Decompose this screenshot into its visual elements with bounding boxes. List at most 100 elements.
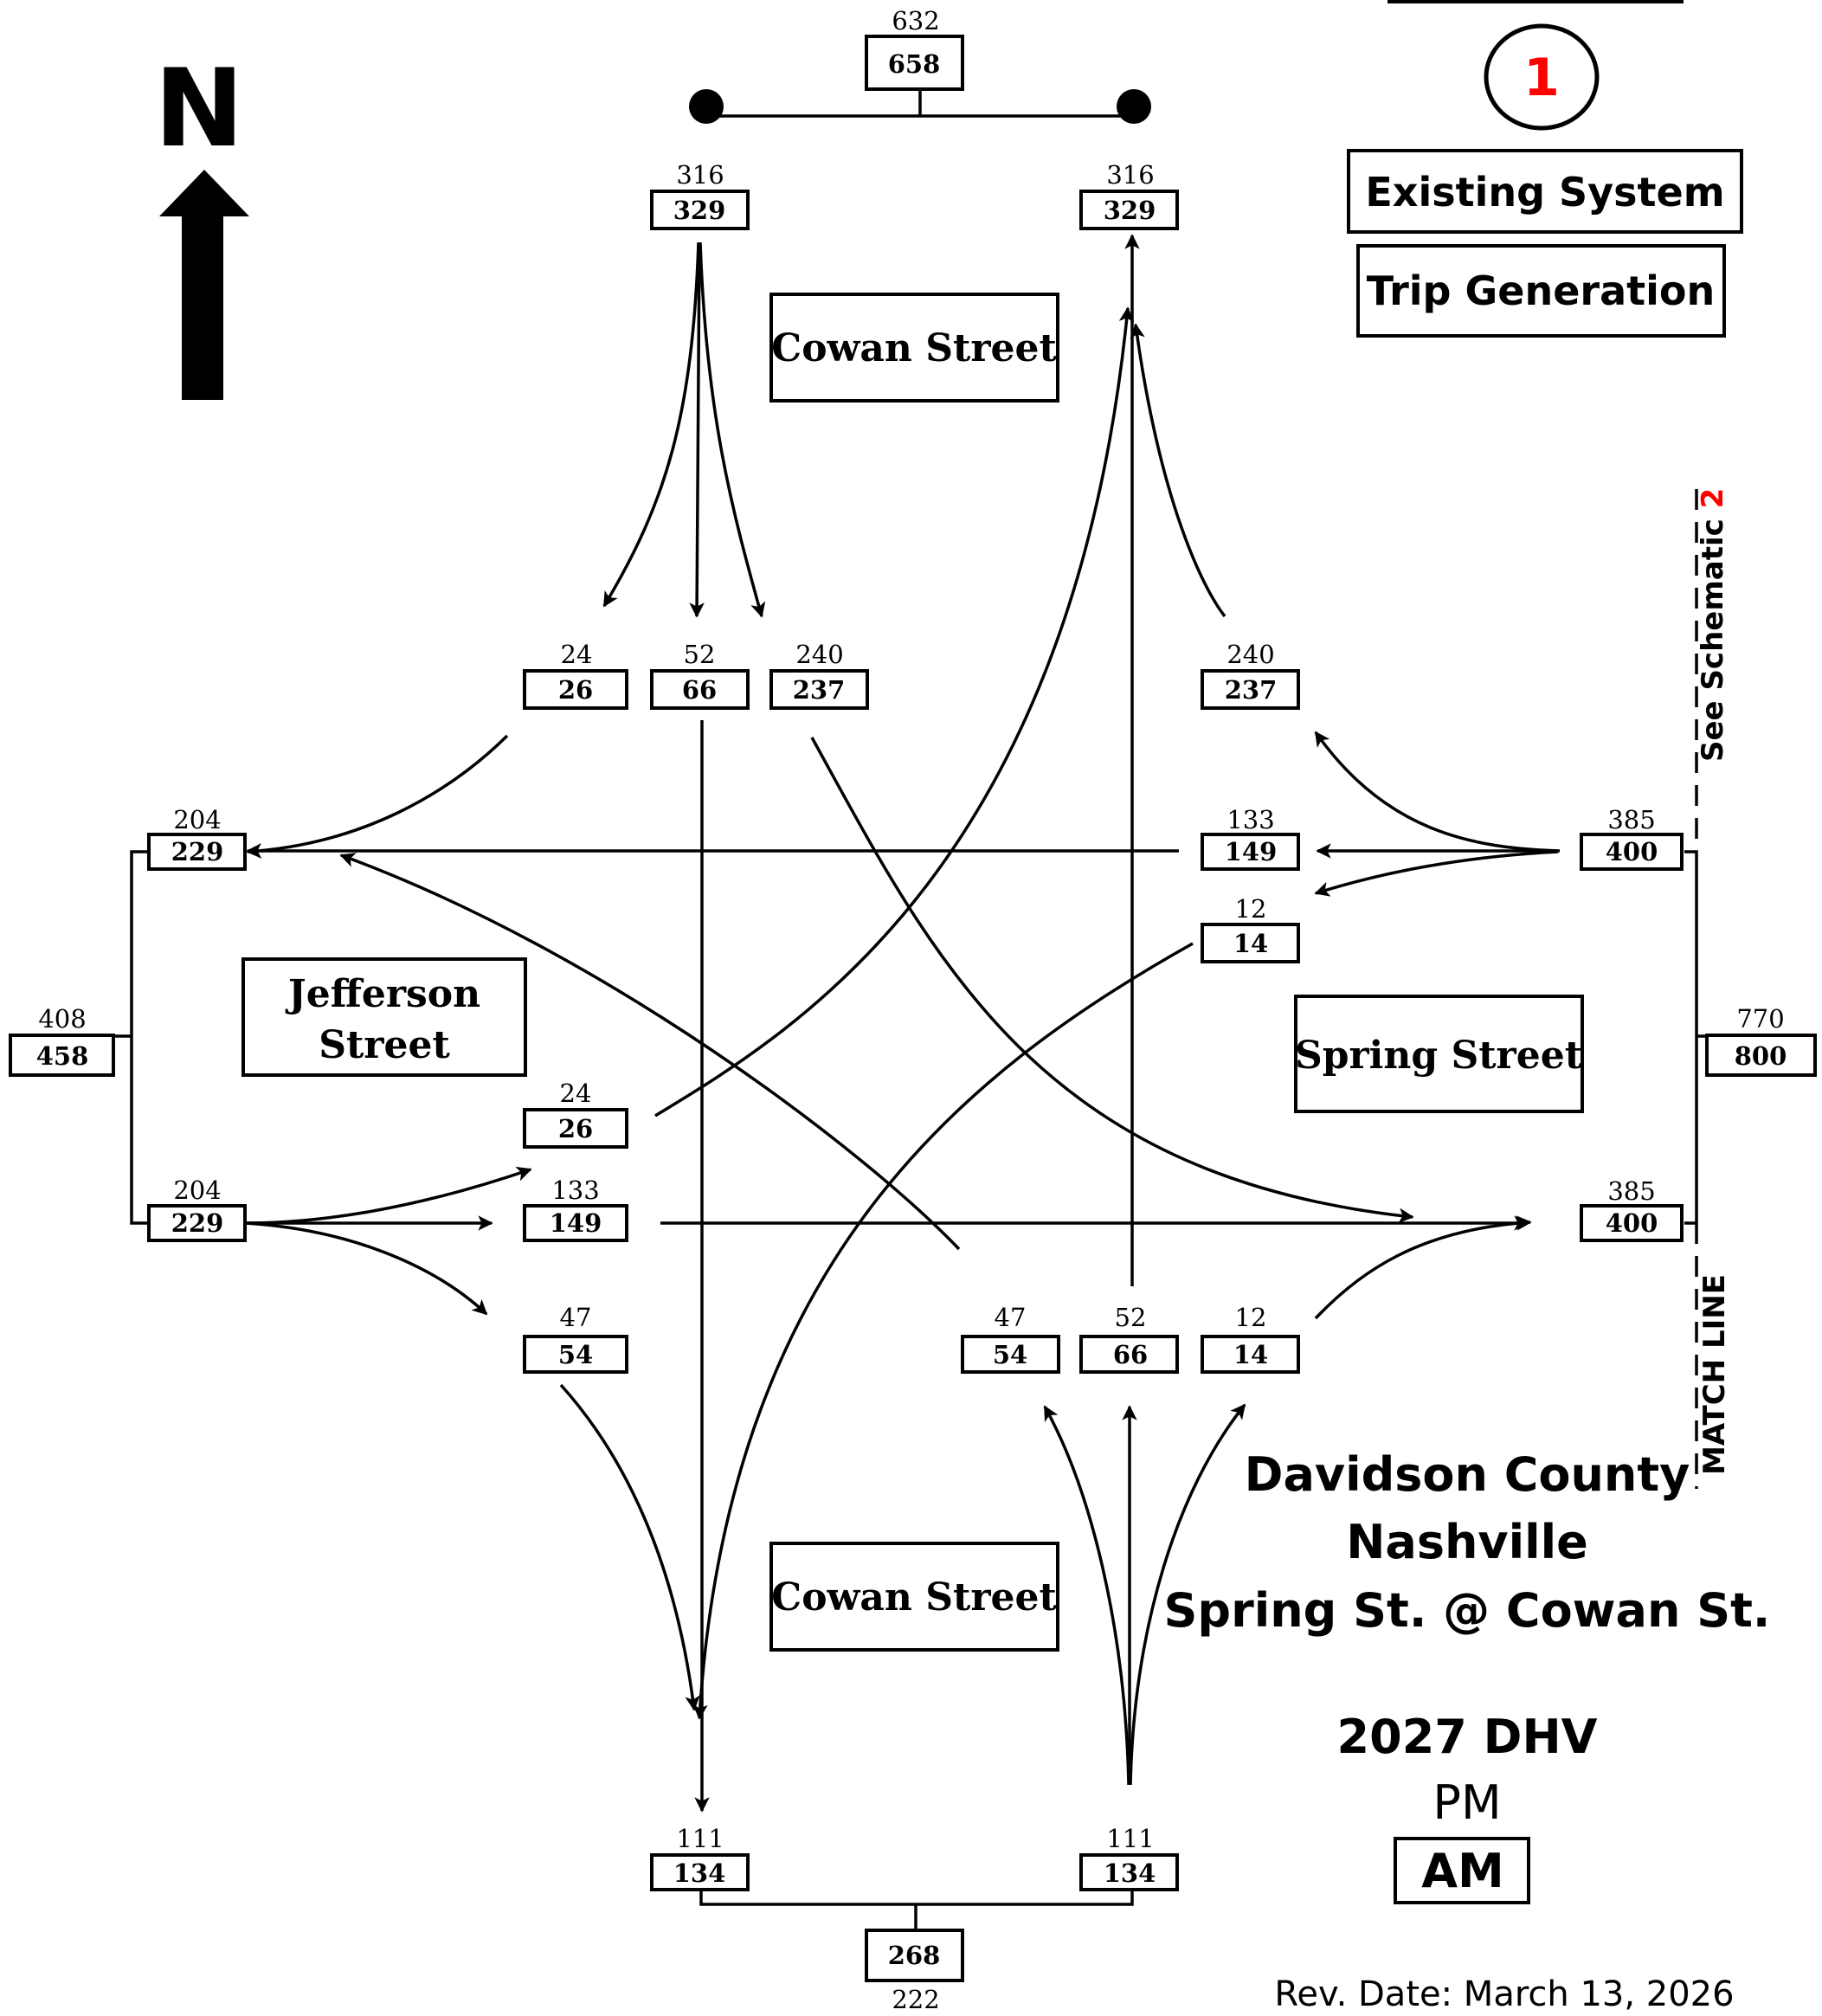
location-block: Davidson County Nashville Spring St. @ C… xyxy=(1164,1447,1771,2014)
am-volume: 237 xyxy=(1225,675,1278,705)
am-volume: 329 xyxy=(673,196,726,225)
am-volume: 54 xyxy=(558,1340,593,1369)
am-volume: 237 xyxy=(793,675,846,705)
legend-pm-label: PM xyxy=(1432,1775,1501,1830)
pm-volume: 133 xyxy=(1226,805,1274,834)
county-name: Davidson County xyxy=(1245,1447,1690,1502)
am-volume: 26 xyxy=(558,675,593,705)
arrow-wb-right-departure xyxy=(1130,323,1226,618)
match-line-labels: See Schematic 2 MATCH LINE xyxy=(1696,488,1732,1475)
west-street-name-line2: Street xyxy=(319,1023,450,1067)
am-volume: 134 xyxy=(673,1858,726,1888)
pm-volume: 770 xyxy=(1736,1004,1784,1034)
arrow-eb-right-turn xyxy=(559,1383,700,1711)
arrow-nb-right-turn xyxy=(1314,1215,1532,1320)
north-label: N xyxy=(154,47,244,171)
volume-nb-left: 47 54 xyxy=(961,1303,1060,1374)
pm-volume: 632 xyxy=(892,6,939,35)
match-line-label: MATCH LINE xyxy=(1697,1274,1732,1475)
am-volume: 400 xyxy=(1606,837,1658,866)
existing-system-box xyxy=(1347,149,1743,234)
trip-generation-box xyxy=(1356,244,1726,338)
volume-wb-left: 12 14 xyxy=(1201,894,1300,963)
volume-nb-through: 52 66 xyxy=(1079,1303,1179,1374)
pm-volume: 12 xyxy=(1235,1303,1267,1332)
am-volume: 329 xyxy=(1104,196,1156,225)
volume-wb-through: 133 149 xyxy=(1201,805,1300,871)
arrow-sb-left-turn xyxy=(810,737,1414,1224)
am-volume: 134 xyxy=(1104,1858,1156,1888)
am-volume: 229 xyxy=(171,1208,224,1238)
volume-south-exit: 111 134 xyxy=(650,1824,750,1891)
am-volume: 229 xyxy=(171,837,224,866)
arrow-eb-left-turn xyxy=(654,306,1135,1117)
west-street-box xyxy=(241,957,527,1077)
schematic-header: 1 Existing System Trip Generation xyxy=(1347,0,1743,338)
arrow-wb-left-turn xyxy=(692,942,1194,1720)
arrow-eb-right-approach xyxy=(244,1221,488,1316)
am-volume: 149 xyxy=(550,1208,602,1238)
arrow-sb-left-approach xyxy=(699,242,766,618)
volume-eb-through: 133 149 xyxy=(523,1175,628,1242)
volume-labels: 632 658 316 329 316 329 24 26 52 66 240 … xyxy=(9,6,1817,2014)
volume-west-total: 408 458 xyxy=(9,1004,115,1077)
volume-sb-left: 240 237 xyxy=(769,640,869,710)
north-street-name: Cowan Street xyxy=(771,326,1057,370)
city-name: Nashville xyxy=(1346,1515,1588,1569)
arrow-eb-left-approach xyxy=(244,1166,532,1225)
arrow-nb-left-turn xyxy=(339,853,961,1251)
pm-volume: 111 xyxy=(676,1824,724,1853)
trip-generation-title: Trip Generation xyxy=(1367,267,1715,314)
am-volume: 14 xyxy=(1233,1340,1268,1369)
west-leg-bracket xyxy=(113,850,149,1225)
pm-volume: 408 xyxy=(38,1004,86,1034)
north-entry-node xyxy=(689,89,724,124)
arrow-sb-through-approach xyxy=(689,242,705,618)
north-arrow-icon xyxy=(159,170,249,400)
existing-system-title: Existing System xyxy=(1365,169,1724,216)
volume-north-exit: 316 329 xyxy=(1079,160,1179,230)
pm-volume: 316 xyxy=(676,160,724,190)
am-volume: 54 xyxy=(993,1340,1027,1369)
volume-south-entry: 111 134 xyxy=(1079,1824,1179,1891)
arrow-sb-right-turn xyxy=(246,734,509,859)
volume-nb-right: 12 14 xyxy=(1201,1303,1300,1374)
west-street-name-line1: Jefferson xyxy=(285,972,480,1016)
pm-volume: 222 xyxy=(892,1985,939,2014)
volume-eb-left: 24 26 xyxy=(523,1079,628,1149)
volume-wb-right: 240 237 xyxy=(1201,640,1300,710)
pm-volume: 240 xyxy=(1226,640,1274,669)
volume-sb-right: 24 26 xyxy=(523,640,628,710)
east-leg-bracket xyxy=(1684,850,1707,1225)
volume-eb-right: 47 54 xyxy=(523,1303,628,1374)
arrow-nb-left-approach xyxy=(1043,1405,1130,1786)
pm-volume: 47 xyxy=(995,1303,1027,1332)
am-volume: 800 xyxy=(1735,1041,1787,1071)
pm-volume: 24 xyxy=(561,640,593,669)
east-street-box xyxy=(1294,995,1584,1113)
schematic-number-circle xyxy=(1484,23,1600,131)
pm-volume: 385 xyxy=(1607,1176,1655,1206)
arrow-nb-right-approach xyxy=(1129,1403,1246,1786)
north-leg-bracket xyxy=(705,91,1136,118)
pm-volume: 12 xyxy=(1235,894,1267,924)
legend-am-box xyxy=(1394,1837,1530,1904)
north-exit-node xyxy=(1117,89,1151,124)
south-street-box xyxy=(769,1542,1059,1652)
see-schematic-label: See Schematic 2 xyxy=(1696,488,1730,762)
east-street-name: Spring Street xyxy=(1295,1034,1583,1078)
am-volume: 66 xyxy=(682,675,717,705)
am-volume: 458 xyxy=(36,1041,89,1071)
pm-volume: 47 xyxy=(560,1303,592,1332)
revision-date: Rev. Date: March 13, 2026 xyxy=(1274,1974,1734,2014)
arrow-wb-left-approach xyxy=(1314,850,1559,897)
movement-arrows xyxy=(244,234,1561,1813)
street-labels: Cowan Street Cowan Street Jefferson Stre… xyxy=(241,293,1584,1652)
south-street-name: Cowan Street xyxy=(771,1575,1057,1620)
am-volume: 658 xyxy=(888,49,941,79)
pm-volume: 385 xyxy=(1607,805,1655,834)
pm-volume: 240 xyxy=(795,640,843,669)
north-street-box xyxy=(769,293,1059,403)
am-volume: 149 xyxy=(1225,837,1278,866)
volume-west-entry: 204 229 xyxy=(147,1175,247,1242)
